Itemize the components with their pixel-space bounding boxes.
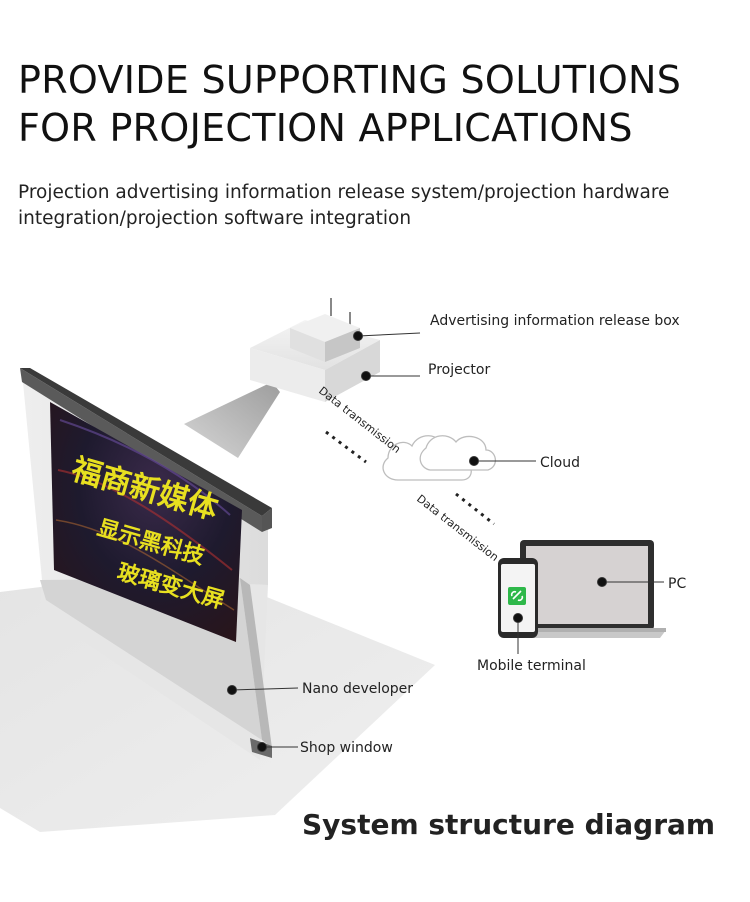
projection-beam <box>184 382 280 458</box>
pc-laptop <box>508 540 666 638</box>
subtitle-line-2: integration/projection software integrat… <box>18 208 412 229</box>
mobile-phone <box>498 558 538 638</box>
release-box <box>290 298 360 362</box>
label-shop-window: Shop window <box>300 740 393 756</box>
label-pc: PC <box>668 576 686 592</box>
label-cloud: Cloud <box>540 455 580 471</box>
projected-image: 福商新媒体 显示黑科技 玻璃变大屏 <box>50 402 242 642</box>
transmission-dots-2 <box>455 492 495 526</box>
label-nano-developer: Nano developer <box>302 681 413 697</box>
title-line-2: FOR PROJECTION APPLICATIONS <box>18 106 633 150</box>
page-title: PROVIDE SUPPORTING SOLUTIONS FOR PROJECT… <box>18 56 738 152</box>
title-line-1: PROVIDE SUPPORTING SOLUTIONS <box>18 58 682 102</box>
data-transmission-label-2: Data transmission <box>414 492 501 564</box>
data-transmission-label-1: Data transmission <box>316 384 403 456</box>
label-mobile: Mobile terminal <box>477 658 586 674</box>
page-subtitle: Projection advertising information relea… <box>18 180 738 232</box>
leader-lines <box>227 331 664 752</box>
subtitle-line-1: Projection advertising information relea… <box>18 182 670 203</box>
label-release-box: Advertising information release box <box>430 313 680 329</box>
label-projector: Projector <box>428 362 490 378</box>
diagram-caption: System structure diagram <box>302 808 716 841</box>
transmission-dots-1 <box>325 430 367 464</box>
